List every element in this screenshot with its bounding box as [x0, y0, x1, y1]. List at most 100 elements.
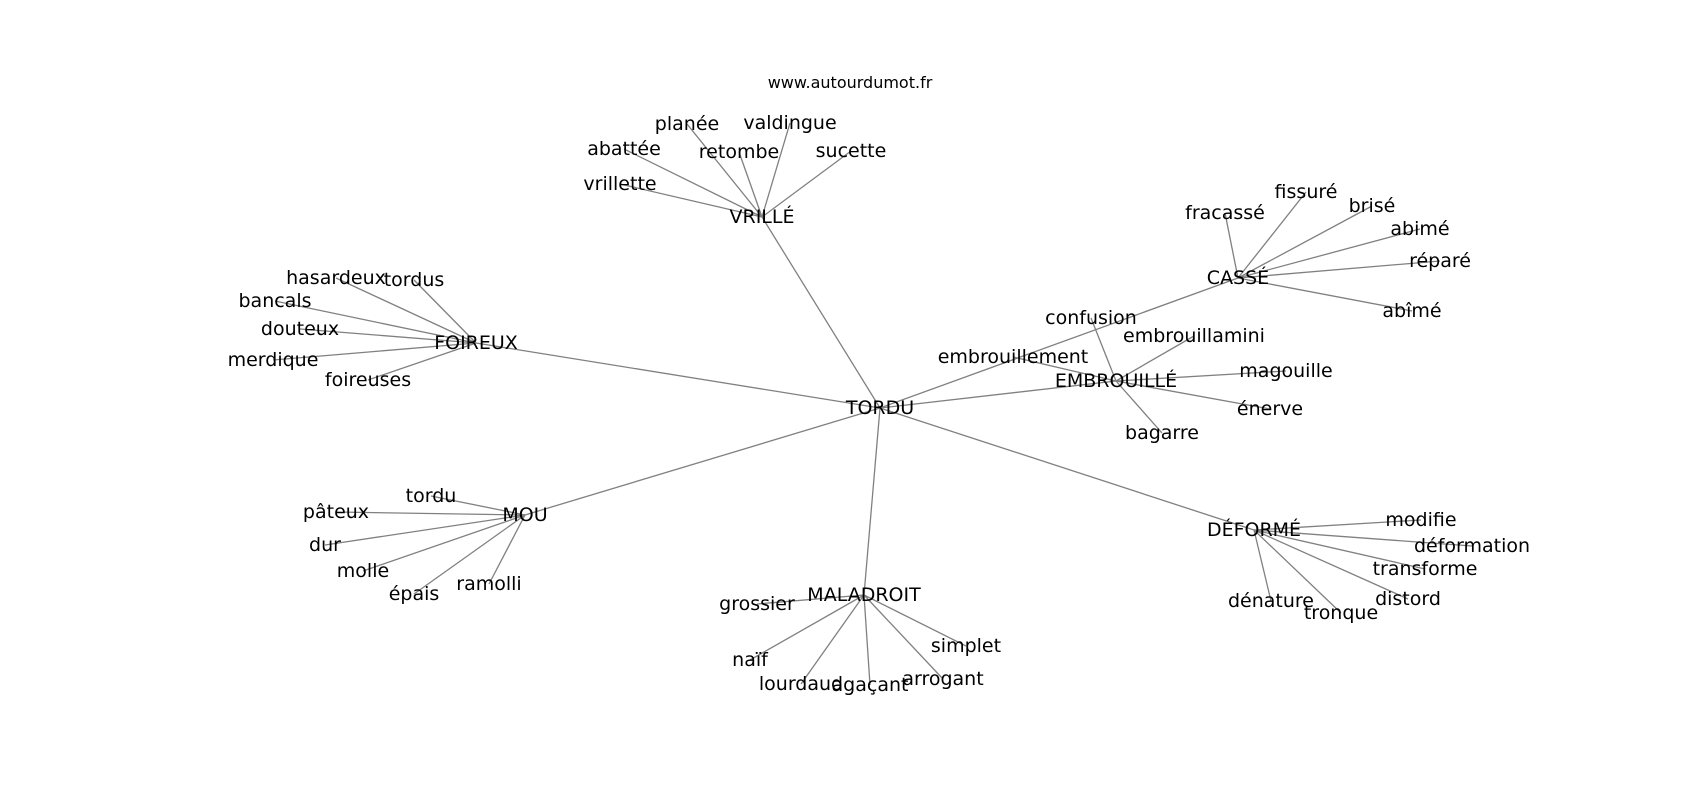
edge-foireux-douteux: [299, 328, 477, 344]
edge-foireux-bancals: [274, 300, 477, 344]
edge-embrouille-confusion: [1090, 317, 1117, 382]
node-deforme: DÉFORMÉ: [1207, 518, 1301, 541]
edge-tordu_center-deforme: [879, 407, 1255, 531]
node-fissure: fissuré: [1275, 181, 1338, 203]
edge-deforme-tronque: [1253, 529, 1342, 614]
node-transforme: transforme: [1373, 558, 1478, 580]
edge-deforme-distord: [1253, 529, 1409, 600]
edge-mou-epais: [413, 514, 526, 595]
edge-casse-brise: [1237, 205, 1373, 279]
node-deformation: déformation: [1414, 535, 1530, 557]
edge-mou-molle: [362, 514, 526, 572]
node-lourdaud: lourdaud: [759, 673, 843, 695]
node-foireux: FOIREUX: [434, 332, 518, 354]
node-tordu_small: tordu: [406, 485, 457, 507]
edge-tordu_center-mou: [524, 407, 881, 516]
node-embrouillement: embrouillement: [938, 346, 1089, 368]
node-molle: molle: [337, 560, 389, 582]
edge-embrouille-enerve: [1115, 380, 1271, 410]
node-casse: CASSÉ: [1207, 266, 1269, 289]
node-mou: MOU: [502, 504, 547, 526]
edge-deforme-transforme: [1253, 529, 1426, 570]
edge-maladroit-agacant: [863, 594, 871, 686]
node-dur: dur: [309, 534, 341, 556]
node-fracasse: fracassé: [1185, 202, 1265, 224]
node-simplet: simplet: [931, 635, 1001, 657]
edge-mou-dur: [324, 514, 526, 546]
edge-tordu_center-casse: [879, 277, 1239, 409]
edge-tordu_center-embrouille: [879, 380, 1117, 409]
edge-deforme-deformation: [1253, 529, 1473, 547]
node-ramolli: ramolli: [456, 573, 521, 595]
node-tordu_center: TORDU: [845, 397, 914, 419]
edge-casse-abime1: [1237, 228, 1421, 279]
graph-labels: TORDU VRILLÉ FOIREUX MOU MALADROIT DÉFORMÉ EMB…: [228, 112, 1530, 696]
edge-casse-fissure: [1237, 191, 1307, 279]
node-bagarre: bagarre: [1125, 422, 1199, 444]
node-abattee: abattée: [587, 138, 661, 160]
edge-casse-fracasse: [1224, 212, 1239, 279]
graph-edges: [272, 122, 1473, 686]
edge-mou-tordu_small: [430, 495, 526, 516]
edge-maladroit-simplet: [863, 594, 967, 647]
node-agacant: agaçant: [832, 674, 909, 696]
edge-vrille-retombe: [738, 151, 763, 218]
edge-foireux-foireuses: [367, 342, 477, 381]
node-epais: épais: [389, 583, 440, 605]
edge-vrille-plane: [686, 123, 763, 218]
node-bancals: bancals: [238, 290, 311, 312]
node-sucette: sucette: [816, 140, 887, 162]
node-arrogant: arrogant: [902, 668, 983, 690]
edge-casse-abime2: [1237, 277, 1413, 312]
edge-vrille-sucette: [761, 150, 852, 218]
edge-embrouille-embrouillement: [1012, 356, 1117, 382]
node-tordus: tordus: [384, 269, 445, 291]
node-abime2: abîmé: [1382, 300, 1441, 322]
node-embrouillamini: embrouillamini: [1123, 325, 1265, 347]
edge-tordu_center-maladroit: [863, 407, 881, 596]
node-naif: naïf: [732, 649, 769, 671]
edge-foireux-tordus: [413, 279, 477, 344]
node-foireuses: foireuses: [325, 369, 411, 391]
edge-deforme-denature: [1253, 529, 1272, 602]
node-vrille: VRILLÉ: [730, 205, 795, 228]
edge-vrille-valdingue: [761, 122, 791, 218]
site-watermark[interactable]: www.autourdumot.fr: [768, 73, 933, 92]
node-merdique: merdique: [228, 349, 319, 371]
edge-casse-repare: [1237, 260, 1441, 279]
node-pateux: pâteux: [303, 501, 369, 523]
node-enerve: énerve: [1237, 398, 1303, 420]
edge-maladroit-arrogant: [863, 594, 944, 680]
node-retombe: retombe: [699, 141, 779, 163]
node-maladroit: MALADROIT: [807, 584, 921, 606]
node-tronque: tronque: [1304, 602, 1378, 624]
node-embrouille: EMBROUILLÉ: [1055, 369, 1177, 392]
edge-deforme-modifie: [1253, 519, 1422, 531]
edge-foireux-hasardeux: [335, 277, 477, 344]
edge-embrouille-magouille: [1115, 370, 1287, 382]
node-abime1: abimé: [1390, 218, 1449, 240]
node-plane: planée: [655, 113, 719, 135]
edge-tordu_center-vrille: [761, 216, 881, 409]
node-modifie: modifie: [1385, 509, 1456, 531]
node-repare: réparé: [1409, 250, 1471, 272]
node-grossier: grossier: [719, 593, 795, 615]
edge-mou-pateux: [335, 511, 526, 516]
node-valdingue: valdingue: [743, 112, 836, 134]
node-denature: dénature: [1228, 590, 1314, 612]
edge-vrille-vrillette: [619, 183, 763, 218]
node-confusion: confusion: [1045, 307, 1137, 329]
edge-tordu_center-foireux: [475, 342, 881, 409]
node-hasardeux: hasardeux: [286, 267, 386, 289]
node-douteux: douteux: [261, 318, 339, 340]
edge-embrouille-embrouillamini: [1115, 335, 1195, 382]
edge-foireux-merdique: [272, 342, 477, 361]
edge-maladroit-lourdaud: [800, 594, 865, 685]
node-vrillette: vrillette: [583, 173, 656, 195]
node-brise: brisé: [1349, 195, 1396, 217]
edge-maladroit-naif: [749, 594, 865, 661]
edge-embrouille-bagarre: [1115, 380, 1163, 434]
node-distord: distord: [1375, 588, 1441, 610]
edge-mou-ramolli: [488, 514, 526, 585]
